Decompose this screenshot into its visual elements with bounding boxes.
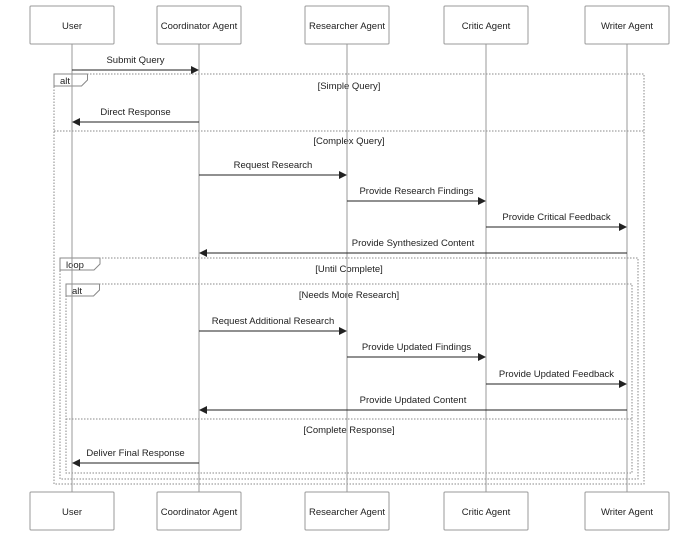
message-provide-updated-feedback: Provide Updated Feedback [486, 369, 627, 388]
fragment-condition: [Simple Query] [318, 81, 381, 92]
message-deliver-final-response: Deliver Final Response [72, 448, 199, 467]
fragment-alt-1: alt [Simple Query] [Complex Query] [53, 73, 645, 485]
participant-box [156, 5, 242, 45]
message-provide-updated-content: Provide Updated Content [199, 395, 627, 414]
message-provide-synthesized-content: Provide Synthesized Content [199, 238, 627, 257]
participant-label: Coordinator Agent [161, 21, 238, 32]
message-label: Provide Updated Feedback [499, 369, 614, 380]
fragment-else-condition: [Complex Query] [313, 136, 384, 147]
participant-box [443, 491, 529, 531]
message-label: Provide Updated Findings [362, 342, 472, 353]
participant-user-top: User [29, 5, 115, 45]
message-submit-query: Submit Query [72, 55, 199, 74]
message-label: Direct Response [100, 107, 170, 118]
participant-box [29, 491, 115, 531]
participant-box [584, 5, 670, 45]
participant-label: Researcher Agent [309, 507, 385, 518]
fragment-frame [59, 257, 639, 480]
participant-user-bottom: User [29, 491, 115, 531]
participant-writer-agent-bottom: Writer Agent [584, 491, 670, 531]
message-label: Provide Research Findings [359, 186, 473, 197]
participant-label: Critic Agent [462, 21, 511, 32]
message-label: Provide Updated Content [360, 395, 467, 406]
participant-box [156, 491, 242, 531]
participant-label: Writer Agent [601, 21, 653, 32]
message-label: Submit Query [106, 55, 164, 66]
participant-box [304, 5, 390, 45]
message-label: Request Additional Research [212, 316, 335, 327]
message-provide-updated-findings: Provide Updated Findings [347, 342, 486, 361]
message-request-additional-research: Request Additional Research [199, 316, 347, 335]
participant-label: Critic Agent [462, 507, 511, 518]
participant-coordinator-agent-top: Coordinator Agent [156, 5, 242, 45]
fragment-operator: alt [72, 286, 82, 297]
fragment-operator: alt [60, 76, 70, 87]
fragment-frame [65, 283, 633, 474]
participant-critic-agent-bottom: Critic Agent [443, 491, 529, 531]
message-request-research: Request Research [199, 160, 347, 179]
message-direct-response: Direct Response [72, 107, 199, 126]
participant-box [443, 5, 529, 45]
message-label: Request Research [234, 160, 313, 171]
fragment-operator-tag [65, 283, 100, 297]
participant-box [304, 491, 390, 531]
participant-label: User [62, 21, 82, 32]
message-label: Deliver Final Response [86, 448, 184, 459]
fragment-condition: [Until Complete] [315, 264, 383, 275]
fragment-operator-tag [53, 73, 88, 87]
participant-writer-agent-top: Writer Agent [584, 5, 670, 45]
participant-box [584, 491, 670, 531]
fragment-operator-tag [59, 257, 101, 271]
participant-researcher-agent-bottom: Researcher Agent [304, 491, 390, 531]
participant-label: Researcher Agent [309, 21, 385, 32]
participant-coordinator-agent-bottom: Coordinator Agent [156, 491, 242, 531]
fragment-frame [53, 73, 645, 485]
participant-label: User [62, 507, 82, 518]
message-provide-critical-feedback: Provide Critical Feedback [486, 212, 627, 231]
fragment-condition: [Needs More Research] [299, 290, 399, 301]
fragment-alt-3: alt [Needs More Research] [Complete Respon… [65, 283, 633, 474]
message-provide-research-findings: Provide Research Findings [347, 186, 486, 205]
participant-label: Writer Agent [601, 507, 653, 518]
fragment-else-condition: [Complete Response] [303, 425, 394, 436]
participant-critic-agent-top: Critic Agent [443, 5, 529, 45]
fragment-operator: loop [66, 260, 84, 271]
participant-researcher-agent-top: Researcher Agent [304, 5, 390, 45]
participant-label: Coordinator Agent [161, 507, 238, 518]
participant-box [29, 5, 115, 45]
message-label: Provide Synthesized Content [352, 238, 475, 249]
fragment-loop-2: loop [Until Complete] [59, 257, 639, 480]
message-label: Provide Critical Feedback [502, 212, 610, 223]
